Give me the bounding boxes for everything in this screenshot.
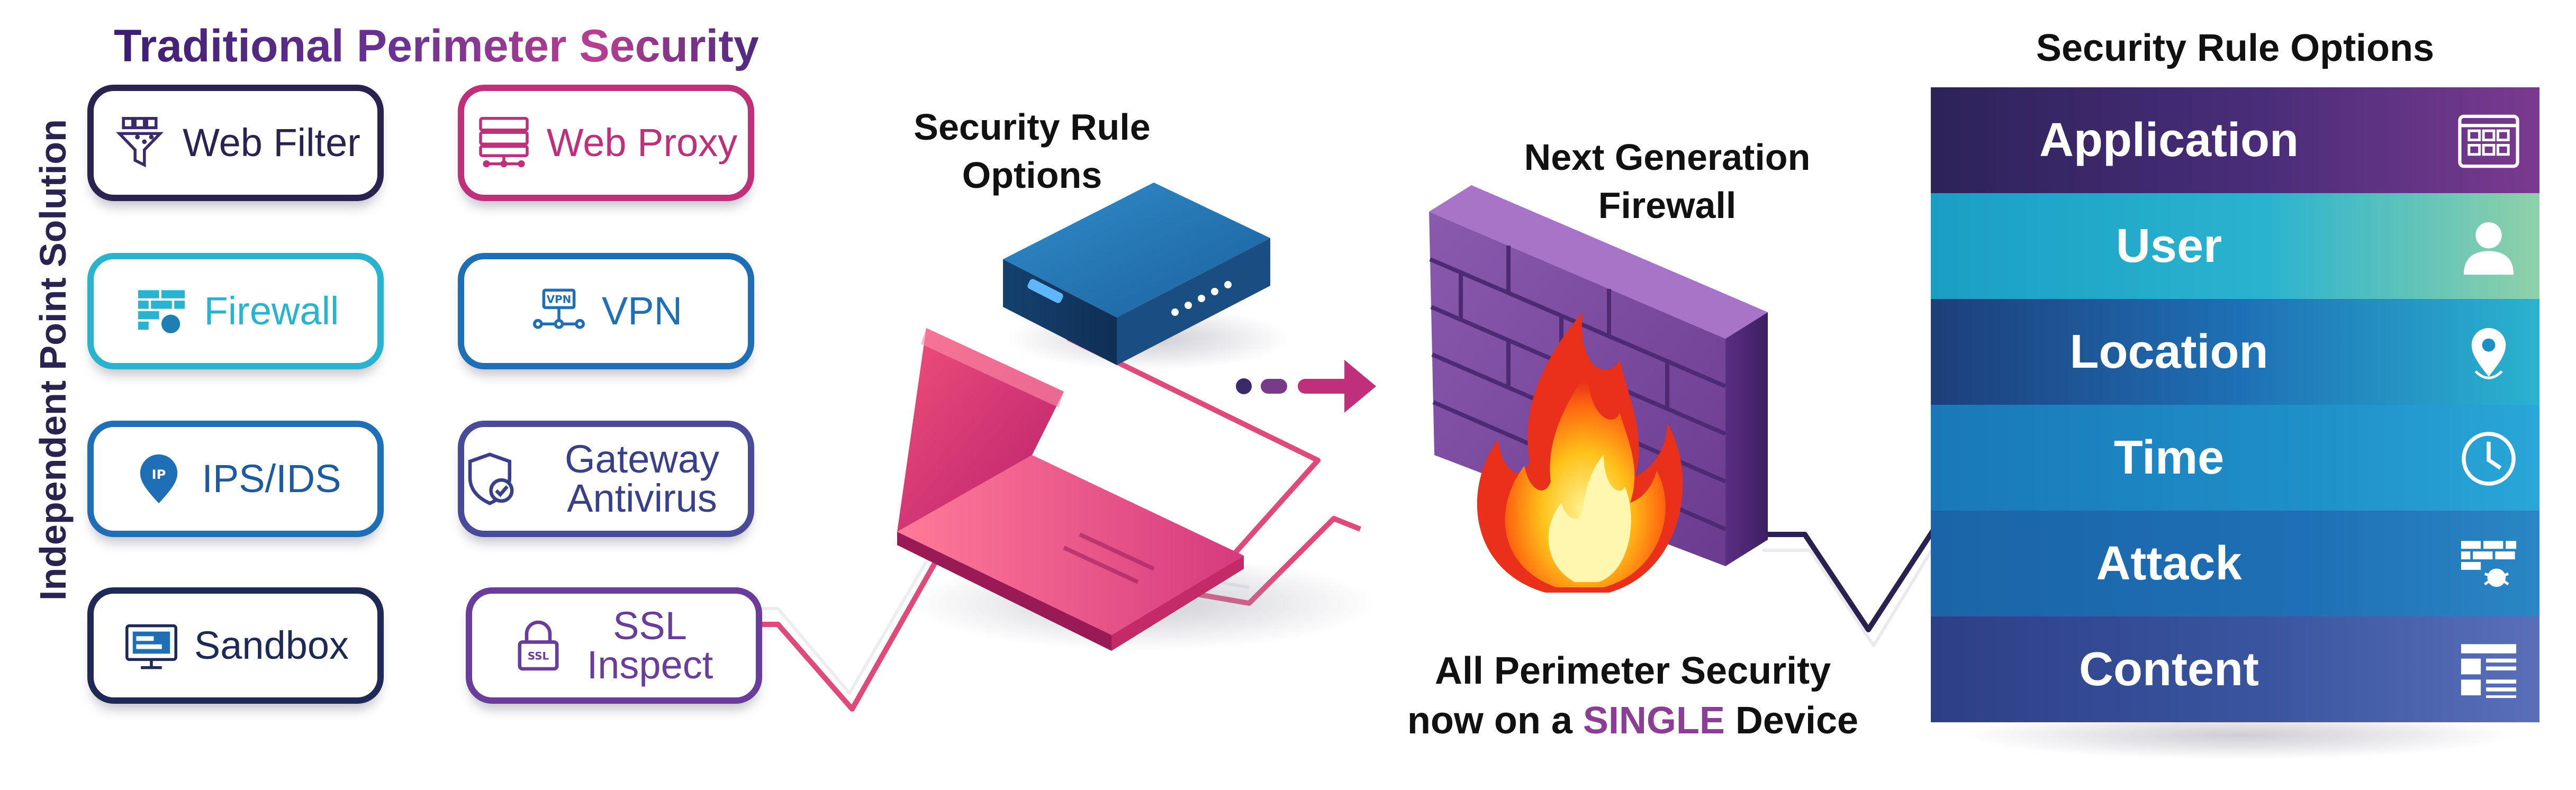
card-label: IPS/IDS (202, 457, 341, 501)
shield-check-icon (468, 452, 514, 505)
card-label: VPN (601, 289, 683, 333)
ngfw-label: Next Generation Firewall (1524, 137, 1811, 226)
content-layout-icon (2461, 644, 2517, 698)
card-web-proxy[interactable]: Web Proxy (458, 85, 754, 201)
laptop-illustration (897, 328, 1376, 651)
card-ssl-inspect[interactable]: SSL SSL Inspect (466, 587, 762, 704)
card-ips-ids[interactable]: IP IPS/IDS (87, 421, 384, 537)
rule-label: Time (2113, 431, 2225, 484)
rule-label: Content (2079, 642, 2259, 696)
rule-time[interactable]: Time (1931, 405, 2539, 511)
caption-line-2: now on a SINGLE Device (1407, 699, 1859, 742)
router-illustration (1003, 183, 1291, 370)
right-panel-title: Security Rule Options (2036, 27, 2435, 69)
rule-label: Attack (2096, 537, 2242, 590)
card-label: Gateway Antivirus (564, 437, 720, 520)
rule-application[interactable]: Application (1931, 87, 2539, 193)
rule-label: Application (2039, 113, 2299, 167)
location-pin-icon (2471, 328, 2506, 379)
panel-shadow (1964, 712, 2514, 759)
ngfw-caption: All Perimeter Security now on a SINGLE D… (1323, 647, 1942, 746)
fire-illustration (1477, 312, 1683, 593)
svg-text:IP: IP (152, 467, 166, 482)
card-vpn[interactable]: VPN VPN (458, 253, 754, 369)
router-label: Security Rule Options (914, 106, 1151, 196)
clock-icon (2462, 432, 2516, 486)
app-grid-icon (2458, 114, 2519, 168)
ssl-lock-icon: SSL (518, 620, 559, 671)
rule-user[interactable]: User (1931, 193, 2539, 299)
rule-label: User (2116, 219, 2222, 273)
web-filter-icon (116, 117, 164, 168)
vertical-label: Independent Point Solution (32, 119, 74, 601)
rule-location[interactable]: Location (1931, 299, 2539, 405)
card-label: SSL Inspect (586, 604, 713, 687)
user-icon (2463, 222, 2514, 275)
caption-line-1: All Perimeter Security (1434, 650, 1831, 692)
card-label: Web Proxy (546, 121, 738, 165)
firewall-brick-icon (138, 290, 185, 333)
card-firewall[interactable]: Firewall (87, 253, 384, 369)
svg-text:VPN: VPN (547, 294, 571, 306)
ip-pin-icon: IP (140, 454, 178, 504)
brick-bug-icon (2461, 541, 2517, 587)
rule-label: Location (2069, 325, 2268, 378)
rule-attack[interactable]: Attack (1931, 511, 2539, 616)
card-label: Web Filter (183, 121, 360, 165)
card-label: Sandbox (194, 623, 349, 667)
left-panel-title: Traditional Perimeter Security (114, 21, 759, 71)
svg-text:SSL: SSL (528, 650, 549, 662)
card-label: Firewall (204, 289, 339, 333)
card-sandbox[interactable]: Sandbox (87, 587, 384, 704)
card-web-filter[interactable]: Web Filter (87, 85, 384, 201)
sandbox-monitor-icon (125, 624, 177, 669)
rule-content[interactable]: Content (1931, 616, 2539, 722)
vpn-icon: VPN (532, 288, 585, 329)
flow-arrow (1236, 360, 1376, 413)
caption-accent: SINGLE (1583, 699, 1725, 742)
card-gateway-antivirus[interactable]: Gateway Antivirus (458, 421, 754, 537)
web-proxy-icon (478, 117, 529, 168)
